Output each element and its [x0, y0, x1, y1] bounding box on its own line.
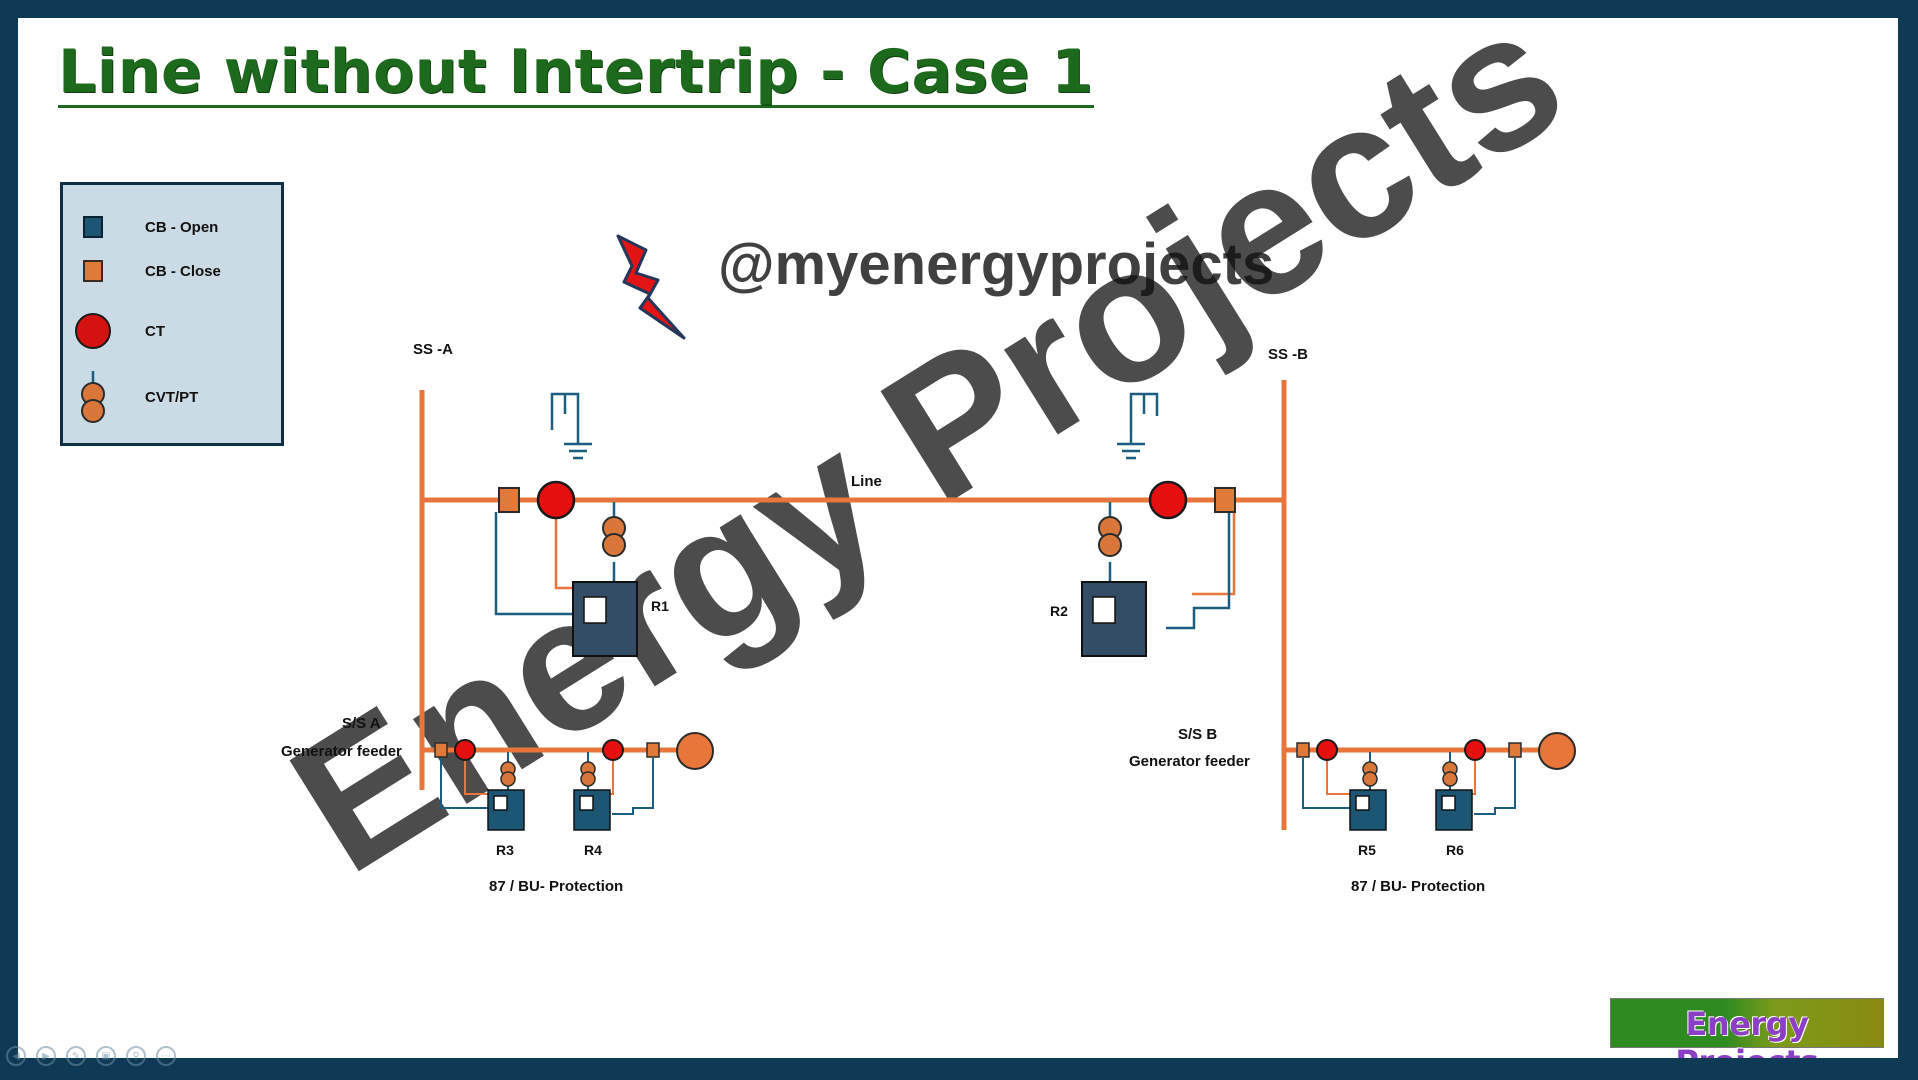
substation-a-label: SS -A [413, 341, 453, 358]
legend-item-ct: CT [63, 311, 281, 351]
relay-r1[interactable] [572, 581, 638, 657]
relay-r1-label: R1 [651, 598, 669, 614]
ct-icon [1464, 739, 1486, 761]
cvt-pt-icon [1362, 752, 1378, 787]
cvt-pt-icon [580, 752, 596, 787]
ct-icon [1316, 739, 1338, 761]
legend-item-cb-open: CB - Open [63, 207, 281, 247]
cvt-pt-icon [500, 752, 516, 787]
relay-r4-label: R4 [584, 842, 602, 858]
pen-icon[interactable]: ✎ [66, 1046, 86, 1066]
ct-icon [454, 739, 476, 761]
cb-close-icon [1214, 487, 1236, 513]
ct-icon [1148, 480, 1188, 520]
relay-r5[interactable] [1349, 789, 1387, 831]
cvt-pt-icon [81, 371, 105, 423]
relay-r4[interactable] [573, 789, 611, 831]
relay-r2-label: R2 [1050, 603, 1068, 619]
prev-icon[interactable]: ◀ [6, 1046, 26, 1066]
slideshow-controls: ◀ ▶ ✎ ▣ ⚲ ⋯ [6, 1046, 176, 1070]
earth-icon [550, 392, 592, 460]
relay-r2[interactable] [1081, 581, 1147, 657]
ct-icon [602, 739, 624, 761]
watermark-layer: Energy Projects @myenergyprojects [257, 18, 1596, 913]
page-title: Line without Intertrip - Case 1 [58, 37, 1094, 108]
ct-icon [536, 480, 576, 520]
ct-icon [75, 313, 111, 349]
play-icon[interactable]: ▶ [36, 1046, 56, 1066]
legend-item-cb-close: CB - Close [63, 251, 281, 291]
cb-close-icon [83, 260, 103, 282]
relay-r6[interactable] [1435, 789, 1473, 831]
cb-close-icon [498, 487, 520, 513]
feeder-b [1284, 732, 1576, 831]
cb-close-icon [1508, 742, 1522, 758]
energy-projects-logo: Energy Projects [1610, 998, 1884, 1058]
cb-open-icon [83, 216, 103, 238]
feeder-a [422, 732, 714, 831]
cb-close-icon [434, 742, 448, 758]
single-line-diagram: SS -A SS -B Line R1 R2 R3 R4 R5 R6 S/S A… [281, 234, 1576, 895]
cb-close-icon [646, 742, 660, 758]
fault-lightning-icon [616, 234, 686, 340]
cvt-pt-icon [602, 502, 626, 557]
generator-icon [1538, 732, 1576, 770]
relay-r5-label: R5 [1358, 842, 1376, 858]
legend-label: CB - Close [145, 263, 221, 280]
line-label: Line [851, 473, 882, 490]
earth-icon [1117, 392, 1159, 460]
zoom-icon[interactable]: ⚲ [126, 1046, 146, 1066]
feeder-b-protection: 87 / BU- Protection [1351, 878, 1485, 895]
r2-wiring [1108, 512, 1236, 630]
legend-item-cvt: CVT/PT [63, 371, 281, 425]
generator-icon [676, 732, 714, 770]
relay-r3[interactable] [487, 789, 525, 831]
feeder-a-protection: 87 / BU- Protection [489, 878, 623, 895]
substation-b-label: SS -B [1268, 346, 1308, 363]
legend-label: CB - Open [145, 219, 219, 236]
cvt-pt-icon [1098, 502, 1122, 557]
feeder-a-name: S/S A [342, 715, 381, 732]
more-icon[interactable]: ⋯ [156, 1046, 176, 1066]
legend-label: CT [145, 323, 165, 340]
legend: CB - Open CB - Close CT CVT/PT [60, 182, 284, 446]
watermark-handle: @myenergyprojects [718, 232, 1274, 297]
relay-r6-label: R6 [1446, 842, 1464, 858]
relay-r3-label: R3 [496, 842, 514, 858]
cb-close-icon [1296, 742, 1310, 758]
slides-icon[interactable]: ▣ [96, 1046, 116, 1066]
feeder-b-name: S/S B [1178, 726, 1217, 743]
slide: Energy Projects @myenergyprojects Line w… [18, 18, 1898, 1058]
logo-text: Energy Projects [1675, 1005, 1819, 1058]
cvt-pt-icon [1442, 752, 1458, 787]
r1-wiring [494, 510, 616, 616]
legend-label: CVT/PT [145, 389, 199, 406]
feeder-a-type: Generator feeder [281, 743, 402, 760]
feeder-b-type: Generator feeder [1129, 753, 1250, 770]
